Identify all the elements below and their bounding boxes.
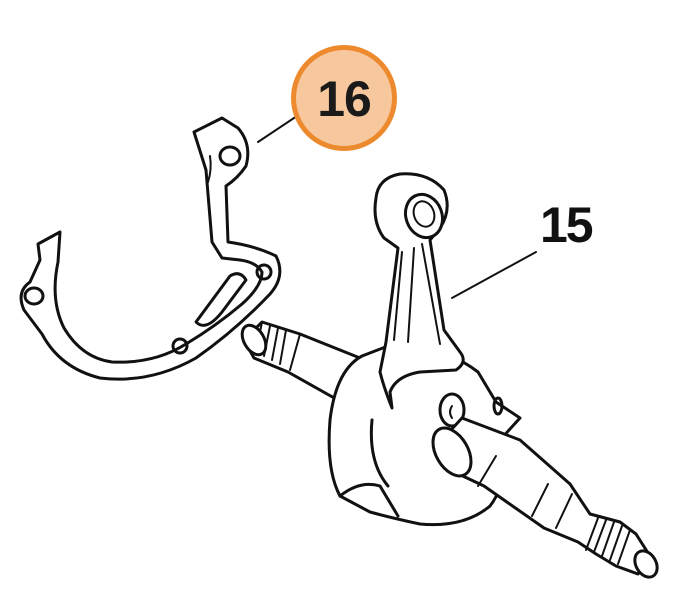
callout-15-number[interactable]: 15: [540, 197, 594, 253]
callout-16-number: 16: [317, 71, 372, 127]
leader-line-16: [257, 113, 301, 143]
leader-line-15: [451, 251, 537, 299]
gasket-drawing[interactable]: [19, 116, 282, 381]
crankshaft-drawing[interactable]: [237, 172, 661, 581]
callout-16-badge[interactable]: 16: [291, 45, 397, 151]
